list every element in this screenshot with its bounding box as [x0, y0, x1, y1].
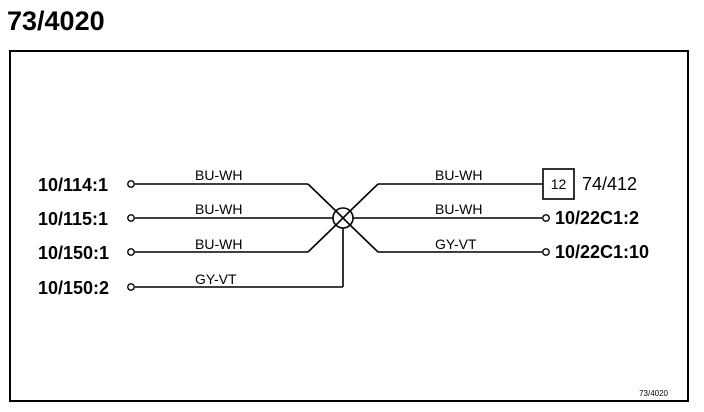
wire-color-label: BU-WH — [435, 201, 482, 217]
connector-right-label: 74/412 — [582, 174, 637, 194]
connector-left-label: 10/115:1 — [38, 209, 108, 229]
right-wire-3 — [348, 223, 542, 253]
right-terminal-2 — [542, 214, 550, 222]
left-terminal-4 — [127, 283, 135, 291]
figure-id: 73/4020 — [639, 389, 668, 398]
component-box — [542, 168, 575, 200]
left-wire-1 — [135, 183, 338, 213]
connector-right-label: 10/22C1:2 — [555, 208, 639, 228]
wire-color-label: BU-WH — [435, 167, 482, 183]
left-wire-3 — [135, 223, 338, 253]
connector-left-label: 10/150:1 — [38, 243, 109, 263]
page-title: 73/4020 — [7, 6, 105, 36]
connector-left-label: 10/150:2 — [38, 278, 109, 298]
left-terminal-3 — [127, 248, 135, 256]
left-terminal-2 — [127, 214, 135, 222]
wire-color-label: GY-VT — [435, 236, 477, 252]
component-box-label: 12 — [551, 176, 567, 192]
wire-color-label: GY-VT — [195, 271, 237, 287]
wire-color-label: BU-WH — [195, 201, 242, 217]
left-terminal-1 — [127, 180, 135, 188]
splice-node — [332, 207, 354, 229]
connector-left-label: 10/114:1 — [38, 175, 108, 195]
wire-color-label: BU-WH — [195, 236, 242, 252]
right-terminal-3 — [542, 248, 550, 256]
wire-color-label: BU-WH — [195, 167, 242, 183]
connector-right-label: 10/22C1:10 — [555, 242, 649, 262]
right-wire-1 — [348, 183, 543, 213]
diagram-frame — [9, 50, 689, 402]
left-wire-4 — [135, 228, 344, 288]
